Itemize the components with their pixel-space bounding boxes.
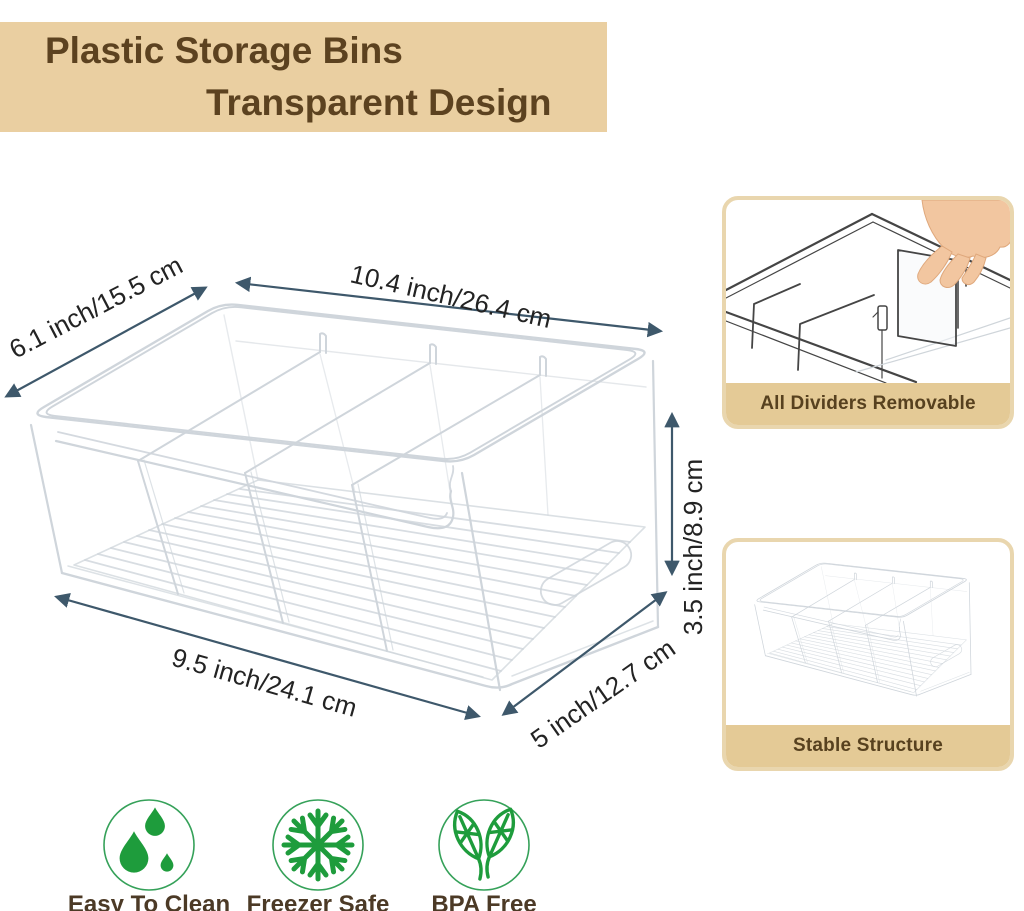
dimension-label-bottom-depth: 5 inch/12.7 cm: [525, 633, 681, 747]
water-drops-icon: [103, 799, 195, 891]
feature-panel-stable: Stable Structure: [722, 538, 1014, 771]
divider-removal-illustration: [726, 200, 1010, 383]
panel-caption: All Dividers Removable: [726, 383, 1010, 425]
bin-dimension-diagram: 6.1 inch/15.5 cm 10.4 inch/26.4 cm 3.5 i…: [4, 255, 708, 747]
feature-label: Easy To Clean: [67, 891, 231, 911]
bottom-length-arrow: [54, 592, 481, 721]
hand-illustration: [917, 200, 1010, 288]
snowflake-icon: [272, 799, 364, 891]
dimension-label-height: 3.5 inch/8.9 cm: [678, 459, 708, 635]
dimension-label-bottom-length: 9.5 inch/24.1 cm: [169, 642, 361, 723]
feature-label: Freezer Safe: [246, 891, 390, 911]
feature-label: BPA Free: [431, 891, 537, 911]
banner-title-line2: Transparent Design: [206, 82, 552, 123]
depth-arrow: [4, 286, 208, 398]
feature-freezer-safe: Freezer Safe: [208, 797, 428, 911]
feature-easy-to-clean: Easy To Clean: [39, 797, 259, 911]
length-arrow: [234, 276, 664, 338]
dimension-arrows: [4, 276, 680, 721]
leaves-icon: [438, 799, 530, 891]
panel-caption: Stable Structure: [726, 725, 1010, 767]
title-banner: Plastic Storage Bins Transparent Design: [0, 22, 607, 132]
bottom-depth-arrow: [501, 591, 668, 716]
banner-title-line1: Plastic Storage Bins: [45, 30, 403, 71]
feature-bpa-free: BPA Free: [374, 797, 594, 911]
feature-panel-dividers: All Dividers Removable: [722, 196, 1014, 429]
stable-structure-illustration: [754, 562, 972, 697]
